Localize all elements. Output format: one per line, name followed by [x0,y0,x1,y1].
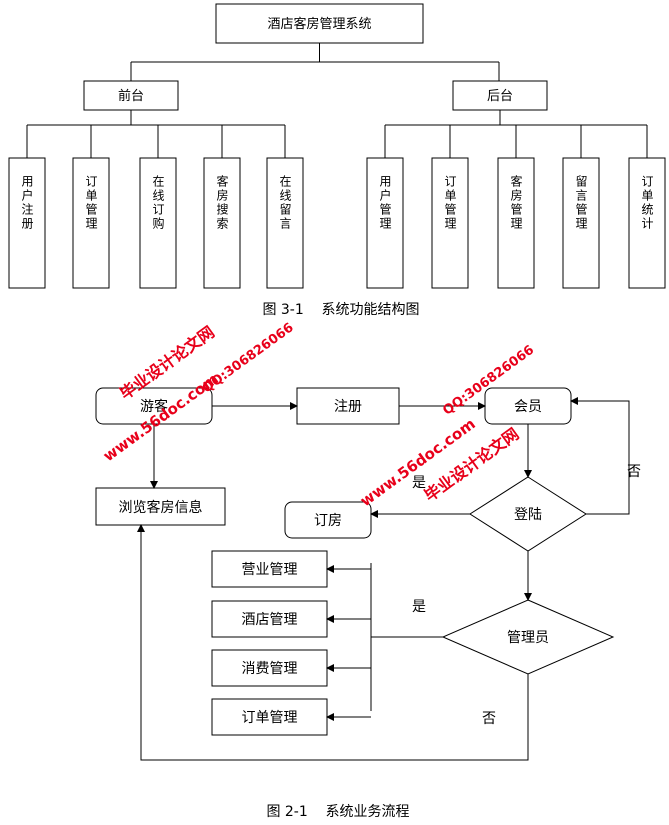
management-box [211,649,328,687]
front-module-label: 在线订购 [151,175,165,231]
admin-no-label: 否 [482,711,496,727]
back-module-label: 订单统计 [640,175,654,231]
register-node-box [296,387,400,425]
front-module-label: 订单管理 [84,175,98,231]
front-module-label: 客房搜索 [215,174,229,231]
management-box-label: 消费管理 [242,661,298,677]
flow-caption: 图 2-1 系统业务流程 [266,804,409,820]
back-module-box [562,157,600,289]
front-module-box [72,157,110,289]
management-box-label: 营业管理 [242,562,298,578]
root-node-label: 酒店客房管理系统 [267,16,371,32]
management-box-label: 酒店管理 [242,612,298,628]
back-module-box [628,157,666,289]
management-box [211,698,328,736]
back-module-label: 客房管理 [509,174,523,231]
register-node-label: 注册 [334,399,362,415]
back-module-label: 留言管理 [574,175,588,231]
login-yes-label: 是 [412,475,426,491]
front-modules: 用户注册 订单管理 在线订购 客房搜索 在线留言 [8,125,304,289]
back-node-box [452,80,548,111]
login-no-label: 否 [627,464,641,480]
structure-caption: 图 3-1 系统功能结构图 [262,302,419,318]
front-module-box [139,157,177,289]
back-module-label: 用户管理 [378,175,392,231]
front-module-box [8,157,46,289]
order-node-box [284,501,372,539]
watermark-left-qq: QQ:306826066 [200,320,297,396]
front-module-box [266,157,304,289]
root-node-box [215,3,424,44]
admin-yes-label: 是 [412,599,426,615]
front-module-box [203,157,241,289]
front-node-label: 前台 [118,88,144,104]
function-structure-chart: 酒店客房管理系统 前台 后台 用户注册 订单管理 在线订购 客房搜索 在线留言 用户管理… [8,3,666,318]
front-module-label: 用户注册 [20,175,34,231]
back-module-box [431,157,469,289]
management-box [211,550,328,588]
order-node-label: 订房 [314,513,342,529]
visitor-node-label: 游客 [140,398,168,415]
management-box-label: 订单管理 [242,710,298,726]
business-flow-chart: 游客 注册 会员 浏览客房信息 登陆 订房 管理员 营业管理酒店管理消费管理订单… [95,387,641,820]
login-decision-label: 登陆 [514,507,542,523]
browse-node-label: 浏览客房信息 [119,499,203,516]
admin-decision-label: 管理员 [507,630,549,646]
management-box [211,600,328,638]
back-module-label: 订单管理 [443,175,457,231]
back-module-box [366,157,404,289]
back-module-box [497,157,535,289]
browse-node-box [95,487,226,526]
back-modules: 用户管理 订单管理 客房管理 留言管理 订单统计 [366,125,666,289]
member-node-label: 会员 [514,399,542,415]
back-node-label: 后台 [487,89,513,104]
front-module-label: 在线留言 [278,175,292,231]
